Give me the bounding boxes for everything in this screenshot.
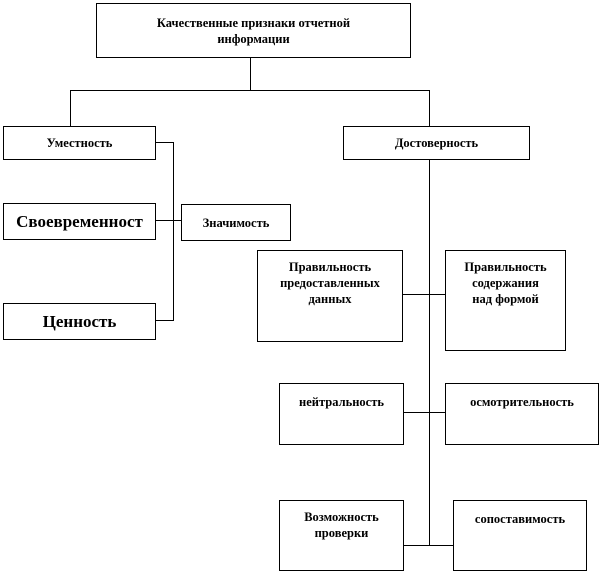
timeliness-box: Своевременност xyxy=(3,203,156,240)
reliability-box: Достоверность xyxy=(343,126,530,160)
title-text: Качественные признаки отчетной информаци… xyxy=(156,15,351,46)
relevance-box: Уместность xyxy=(3,126,156,160)
prudence-text: осмотрительность xyxy=(470,395,574,409)
comparability-text: сопоставимость xyxy=(474,512,566,526)
neutrality-box: нейтральность xyxy=(279,383,404,445)
significance-box: Значимость xyxy=(181,204,291,241)
verifiability-text: Возможность проверки xyxy=(304,510,379,540)
comparability-box: сопоставимость xyxy=(453,500,587,571)
value-text: Ценность xyxy=(42,311,117,331)
timeliness-text: Своевременност xyxy=(16,211,143,231)
correctness-text: Правильность предоставленных данных xyxy=(280,260,380,306)
relevance-text: Уместность xyxy=(46,136,113,150)
prudence-box: осмотрительность xyxy=(445,383,599,445)
neutrality-text: нейтральность xyxy=(299,395,384,409)
reliability-text: Достоверность xyxy=(394,136,479,150)
verifiability-box: Возможность проверки xyxy=(279,500,404,571)
title-box: Качественные признаки отчетной информаци… xyxy=(96,3,411,58)
substance-box: Правильность содержания над формой xyxy=(445,250,566,351)
significance-text: Значимость xyxy=(202,215,270,230)
value-box: Ценность xyxy=(3,303,156,340)
correctness-box: Правильность предоставленных данных xyxy=(257,250,403,342)
substance-text: Правильность содержания над формой xyxy=(464,260,547,306)
